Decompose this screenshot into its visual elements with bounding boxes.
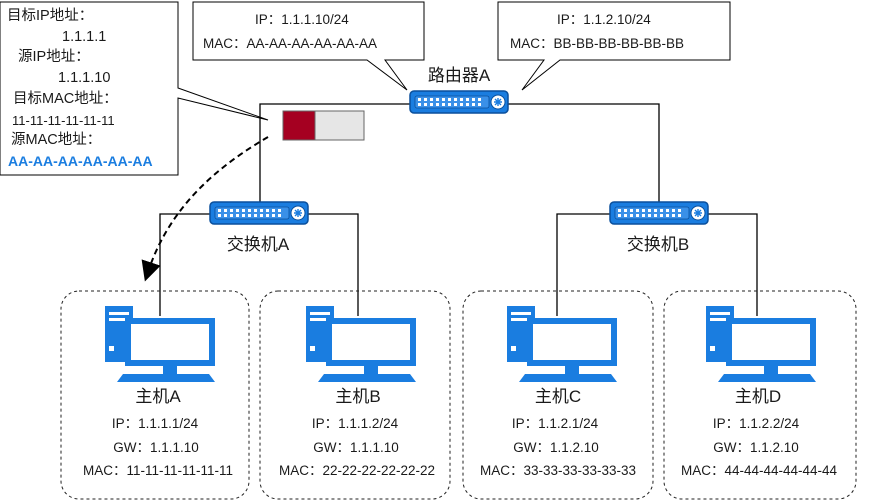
host-d-group bbox=[663, 290, 857, 500]
network-links bbox=[159, 103, 758, 316]
packet-dst-mac: 11-11-11-11-11-11 bbox=[12, 113, 115, 128]
host-b-mac: MAC：22-22-22-22-22-22 bbox=[278, 463, 436, 478]
switch-b-label: 交换机B bbox=[626, 235, 690, 254]
packet-dst-ip: 1.1.1.1 bbox=[62, 29, 107, 45]
computer-icon bbox=[306, 306, 416, 382]
router-left-mac: MAC：AA-AA-AA-AA-AA-AA bbox=[203, 36, 378, 51]
packet-info-callout bbox=[0, 1, 269, 176]
packet-src-mac: AA-AA-AA-AA-AA-AA bbox=[8, 153, 153, 169]
router-left-ip: IP：1.1.1.10/24 bbox=[255, 12, 349, 27]
packet-path-arrow bbox=[141, 136, 269, 282]
host-c-name: 主机C bbox=[534, 387, 582, 406]
switch-b-icon bbox=[609, 201, 709, 225]
host-c-group bbox=[462, 290, 654, 500]
computer-icon bbox=[105, 306, 215, 382]
computer-icon bbox=[507, 306, 617, 382]
router-label: 路由器A bbox=[427, 66, 491, 85]
host-a-group bbox=[60, 290, 250, 500]
packet-src-ip-label: 源IP地址： bbox=[18, 49, 90, 65]
right-port-callout bbox=[497, 1, 731, 91]
host-c-ip: IP：1.1.2.1/24 bbox=[511, 416, 599, 431]
router-icon bbox=[409, 90, 509, 114]
host-d-name: 主机D bbox=[734, 387, 782, 406]
host-b-name: 主机B bbox=[335, 387, 381, 406]
router-right-ip: IP：1.1.2.10/24 bbox=[557, 12, 651, 27]
host-a-name: 主机A bbox=[135, 387, 181, 406]
switch-a-icon bbox=[209, 201, 309, 225]
host-d-mac: MAC：44-44-44-44-44-44 bbox=[680, 463, 838, 478]
packet-dst-ip-label: 目标IP地址： bbox=[7, 8, 94, 24]
left-port-callout bbox=[192, 1, 425, 91]
host-d-gw: GW：1.1.2.10 bbox=[713, 440, 799, 455]
host-a-ip: IP：1.1.1.1/24 bbox=[111, 416, 199, 431]
router-right-mac: MAC：BB-BB-BB-BB-BB-BB bbox=[510, 36, 685, 51]
host-groups bbox=[60, 290, 857, 500]
host-d-ip: IP：1.1.2.2/24 bbox=[712, 416, 800, 431]
host-b-gw: GW：1.1.1.10 bbox=[313, 440, 399, 455]
packet-icon bbox=[282, 110, 365, 141]
host-b-ip: IP：1.1.1.2/24 bbox=[311, 416, 399, 431]
computer-icon bbox=[706, 306, 816, 382]
packet-src-mac-label: 源MAC地址： bbox=[11, 132, 102, 148]
packet-src-ip: 1.1.1.10 bbox=[58, 70, 111, 86]
host-b-group bbox=[259, 290, 451, 500]
packet-dst-mac-label: 目标MAC地址： bbox=[13, 91, 118, 107]
switch-a-label: 交换机A bbox=[226, 235, 290, 254]
host-a-mac: MAC：11-11-11-11-11-11 bbox=[82, 463, 234, 478]
host-c-gw: GW：1.1.2.10 bbox=[513, 440, 599, 455]
host-c-mac: MAC：33-33-33-33-33-33 bbox=[479, 463, 637, 478]
router-port-callouts bbox=[192, 1, 731, 91]
host-a-gw: GW：1.1.1.10 bbox=[113, 440, 199, 455]
